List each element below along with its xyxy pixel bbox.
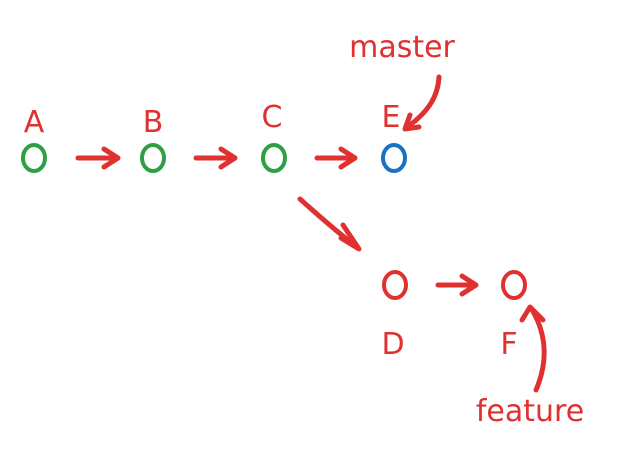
commit-node-b — [140, 143, 166, 173]
commit-node-e — [381, 143, 407, 173]
commit-node-d — [382, 270, 408, 300]
commit-label-d: D — [381, 327, 404, 362]
arrow-c-to-e — [314, 146, 358, 170]
commit-label-a: A — [24, 105, 45, 140]
commit-label-c: C — [262, 100, 283, 135]
arrow-a-to-b — [75, 146, 121, 170]
commit-label-e: E — [382, 100, 401, 135]
master-pointer-arrow — [402, 74, 442, 132]
commit-node-a — [21, 143, 47, 173]
commit-node-f — [501, 270, 527, 300]
arrow-d-to-f — [435, 273, 479, 297]
arrow-b-to-c — [193, 146, 238, 170]
feature-pointer-arrow — [519, 304, 547, 393]
commit-label-b: B — [143, 105, 164, 140]
commit-node-c — [261, 143, 287, 173]
commit-label-f: F — [500, 327, 517, 362]
arrow-c-to-d — [297, 196, 362, 252]
branch-label-feature: feature — [476, 394, 584, 429]
branch-label-master: master — [349, 30, 455, 65]
